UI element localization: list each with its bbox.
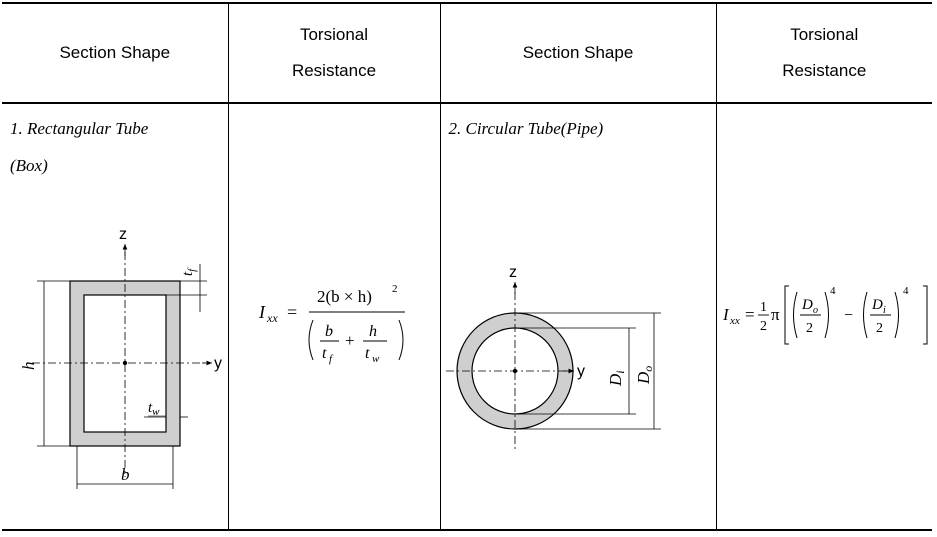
formula-h: h <box>369 323 377 340</box>
y-axis-label: y <box>577 363 585 380</box>
formula-two-1: 2 <box>806 321 813 336</box>
formula-eq: = <box>287 302 297 322</box>
formula-half-num: 1 <box>760 300 767 315</box>
formula-lhs: I <box>258 302 266 322</box>
y-axis-label: y <box>214 355 222 372</box>
header-section-shape-1: Section Shape <box>2 2 228 104</box>
formula-cell-rectangular: I xx = 2(b × h) 2 b t f + h t w <box>227 103 440 531</box>
formula-minus: − <box>844 307 853 324</box>
tf-label: tf <box>180 267 198 276</box>
formula-di-sub: i <box>883 305 886 316</box>
shape-title-circular: 2. Circular Tube(Pipe) <box>441 104 716 147</box>
header-text-line2: Resistance <box>291 61 377 80</box>
shape-title-line2: (Box) <box>10 156 48 175</box>
tw-label: tw <box>148 400 160 418</box>
formula-b: b <box>325 323 333 340</box>
formula-circular-tube: I xx = 1 2 π D o 2 4 <box>722 285 927 345</box>
header-text: Section Shape <box>522 43 634 62</box>
formula-tw-sub: w <box>372 353 380 365</box>
formula-exp-2: 4 <box>903 285 909 297</box>
formula-cell-circular: I xx = 1 2 π D o 2 4 <box>715 103 932 531</box>
formula-lhs-sub: xx <box>729 315 740 327</box>
do-label: Do <box>634 366 655 385</box>
table-row: 1. Rectangular Tube (Box) <box>2 103 932 531</box>
header-text-line2: Resistance <box>782 61 867 80</box>
formula-exp-1: 4 <box>830 285 836 297</box>
h-label: h <box>19 362 38 371</box>
formula-tw: t <box>365 345 370 362</box>
shape-cell-rectangular-tube: 1. Rectangular Tube (Box) <box>2 103 228 531</box>
formula-do-sub: o <box>813 305 818 316</box>
formula-pi: π <box>771 305 780 324</box>
formula-plus: + <box>345 331 355 350</box>
formula-numerator: 2(b × h) <box>317 287 372 306</box>
b-label: b <box>121 465 130 484</box>
circular-tube-diagram: z y Di Do <box>445 264 661 449</box>
formula-lhs-sub: xx <box>266 311 278 325</box>
shape-title-line1: 1. Rectangular Tube <box>10 119 149 138</box>
rectangular-tube-diagram: z y h b tf <box>19 226 222 489</box>
header-text: Section Shape <box>59 43 171 62</box>
header-torsional-resistance-2: Torsional Resistance <box>715 2 932 104</box>
shape-title-rectangular: 1. Rectangular Tube (Box) <box>2 104 228 184</box>
z-axis-label: z <box>119 226 127 243</box>
formula-two-2: 2 <box>876 321 883 336</box>
z-axis-label: z <box>509 264 517 281</box>
formula-rectangular-tube: I xx = 2(b × h) 2 b t f + h t w <box>258 283 405 365</box>
formula-num-exponent: 2 <box>392 283 398 295</box>
header-text-line1: Torsional <box>299 25 369 44</box>
formula-tf: t <box>322 345 327 362</box>
formula-tf-sub: f <box>329 353 334 365</box>
formula-half-den: 2 <box>760 319 767 334</box>
torsional-resistance-table: Section Shape Torsional Resistance Secti… <box>2 2 932 531</box>
formula-lhs: I <box>722 305 730 324</box>
header-text-line1: Torsional <box>790 25 859 44</box>
shape-title-line1: 2. Circular Tube(Pipe) <box>448 119 604 138</box>
header-section-shape-2: Section Shape <box>439 2 716 104</box>
formula-di: D <box>871 297 883 313</box>
formula-do: D <box>801 297 813 313</box>
di-label: Di <box>606 370 627 387</box>
header-torsional-resistance-1: Torsional Resistance <box>227 2 440 104</box>
header-row: Section Shape Torsional Resistance Secti… <box>2 2 932 104</box>
shape-cell-circular-tube: 2. Circular Tube(Pipe) z y <box>439 103 716 531</box>
formula-eq: = <box>745 305 755 324</box>
